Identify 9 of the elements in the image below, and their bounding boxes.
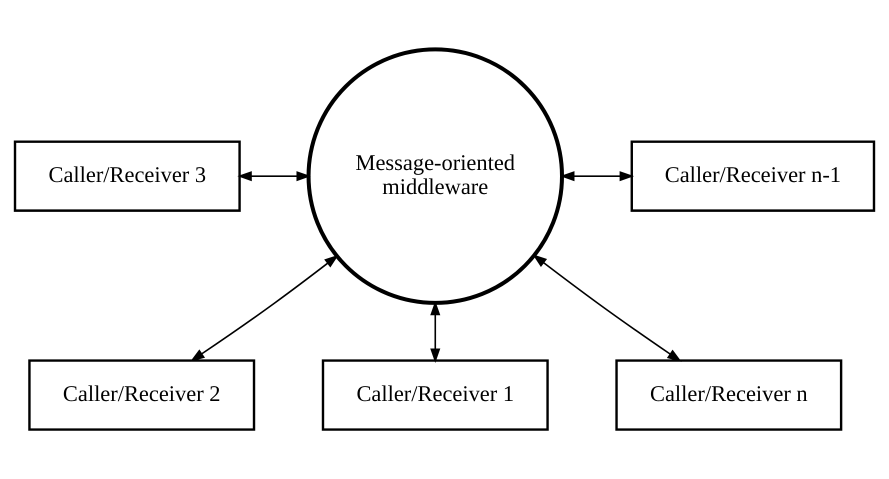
arrow xyxy=(532,254,682,362)
node-circle: Message-oriented middleware xyxy=(306,47,564,305)
node-box: Caller/Receiver n-1 xyxy=(630,140,876,212)
node-box: Caller/Receiver n xyxy=(615,359,842,431)
node-box: Caller/Receiver 1 xyxy=(322,359,549,431)
node-box: Caller/Receiver 2 xyxy=(28,359,256,431)
arrow xyxy=(190,254,339,362)
node-box: Caller/Receiver 3 xyxy=(14,140,241,212)
arrow xyxy=(237,171,311,182)
